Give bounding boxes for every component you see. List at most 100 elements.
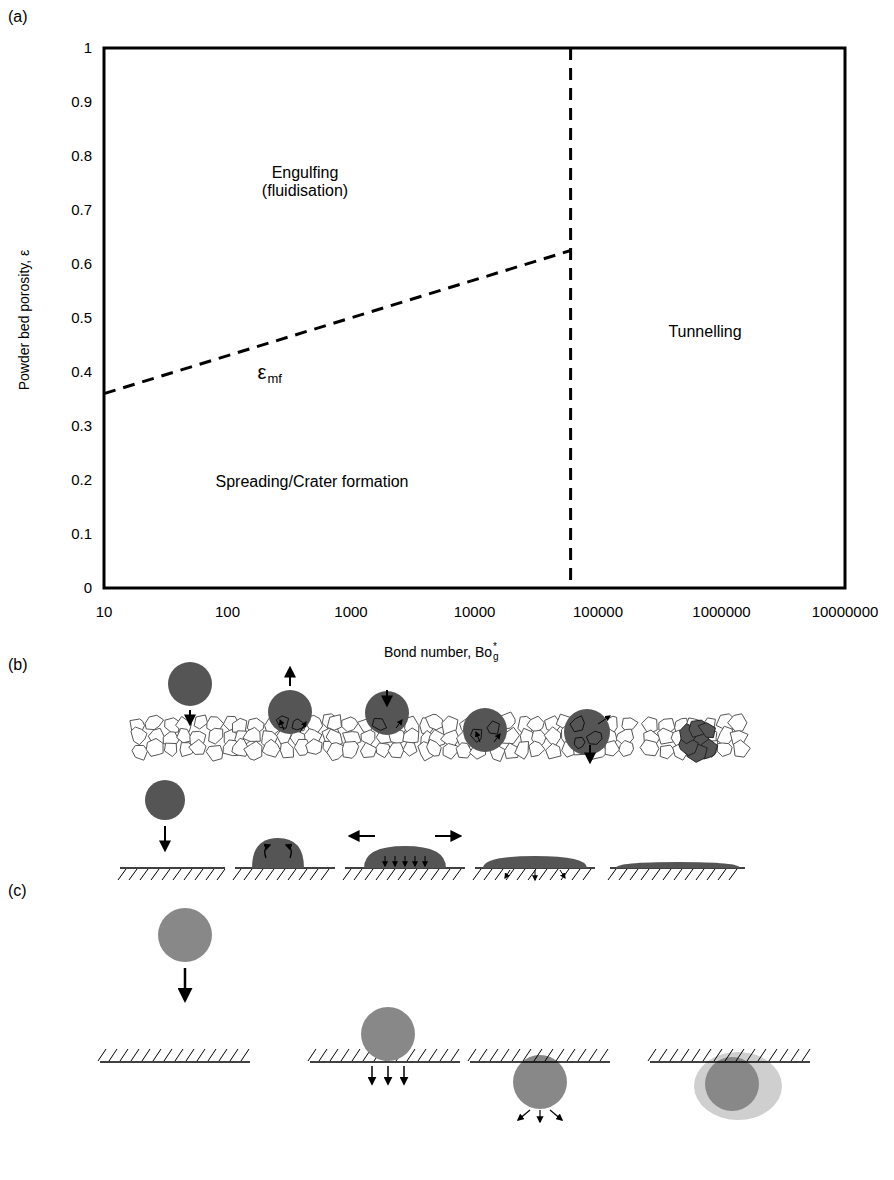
tick-label: 0.9 [71, 93, 92, 110]
powder-particle [209, 728, 223, 744]
surface-hatch [418, 1049, 426, 1061]
powder-particle [717, 743, 732, 756]
surface-hatch [718, 869, 726, 880]
surface-hatch [572, 869, 580, 880]
motion-arrow [184, 968, 187, 1000]
surface-hatch [534, 1049, 542, 1061]
surface-hatch [556, 1049, 564, 1061]
motion-arrow [535, 870, 536, 880]
surface-hatch [131, 1049, 139, 1061]
surface-hatch [162, 869, 170, 880]
surface-hatch [659, 1049, 667, 1061]
surface-hatch [453, 869, 461, 880]
solid-surface [650, 1061, 810, 1063]
surface-hatch [517, 869, 525, 880]
powder-particle [327, 715, 341, 731]
powder-particle [403, 742, 417, 756]
droplet [705, 1057, 759, 1111]
script-text: g [493, 651, 499, 663]
surface-hatch [729, 869, 737, 880]
surface-hatch [175, 1049, 183, 1061]
powder-particle [145, 715, 164, 729]
surface-hatch [319, 1049, 327, 1061]
tick-label: 1 [84, 39, 92, 56]
surface-hatch [98, 1049, 106, 1061]
surface-hatch [696, 869, 704, 880]
surface-hatch [244, 869, 252, 880]
tick-label: 10 [96, 603, 113, 620]
surface-hatch [528, 869, 536, 880]
surface-hatch [670, 1049, 678, 1061]
powder-particle [306, 739, 322, 755]
surface-hatch [233, 869, 241, 880]
motion-arrow [415, 856, 416, 866]
powder-particle [574, 737, 585, 749]
powder-particle [146, 738, 163, 756]
surface-hatch [714, 1049, 722, 1061]
tick-label: 0.8 [71, 147, 92, 164]
droplet [158, 908, 212, 962]
surface-hatch [277, 869, 285, 880]
surface-hatch [310, 869, 318, 880]
powder-particle [529, 741, 545, 757]
motion-arrow [386, 690, 388, 705]
surface-hatch [608, 869, 616, 880]
surface-hatch [501, 1049, 509, 1061]
surface-hatch [398, 869, 406, 880]
powder-particle [292, 719, 305, 730]
surface-hatch [195, 869, 203, 880]
droplet [168, 662, 212, 706]
motion-arrow [396, 720, 402, 728]
flow-arrow [286, 845, 291, 858]
powder-particle [244, 741, 262, 760]
motion-arrow [494, 734, 500, 742]
spreading-droplet [616, 862, 740, 868]
powder-particle [734, 740, 751, 757]
panel-label: (c) [8, 882, 27, 900]
tick-label: 10000 [454, 603, 496, 620]
surface-hatch [791, 1049, 799, 1061]
surface-hatch [600, 1049, 608, 1061]
solid-surface [310, 1061, 460, 1063]
region-label: ε [258, 361, 267, 384]
motion-arrow [289, 668, 291, 686]
emf-line [104, 251, 571, 394]
surface-hatch [321, 869, 329, 880]
surface-hatch [468, 1049, 476, 1061]
powder-particle [327, 743, 344, 761]
motion-arrow [476, 732, 480, 742]
surface-hatch [173, 869, 181, 880]
powder-particle [425, 714, 443, 729]
surface-hatch [725, 1049, 733, 1061]
surface-hatch [512, 1049, 520, 1061]
spreading-droplet [252, 838, 304, 868]
motion-arrow [518, 1110, 530, 1120]
surface-hatch [685, 869, 693, 880]
spreading-droplet [364, 846, 446, 868]
tick-label: 0.7 [71, 201, 92, 218]
surface-hatch [142, 1049, 150, 1061]
powder-particle [570, 716, 584, 732]
region-label: Engulfing (fluidisation) [245, 164, 365, 201]
boundary-vertical [569, 48, 572, 588]
surface-hatch [387, 869, 395, 880]
tick-label: 1000000 [692, 603, 750, 620]
tick-label: 0 [84, 579, 92, 596]
surface-hatch [523, 1049, 531, 1061]
surface-hatch [241, 1049, 249, 1061]
tick-label: 0.1 [71, 525, 92, 542]
surface-hatch [707, 869, 715, 880]
surface-hatch [484, 869, 492, 880]
surface-hatch [129, 869, 137, 880]
motion-arrow [425, 856, 426, 866]
motion-arrow [505, 870, 510, 878]
surface-hatch [567, 1049, 575, 1061]
surface-hatch [736, 1049, 744, 1061]
surface-hatch [758, 1049, 766, 1061]
surface-hatch [354, 869, 362, 880]
region-label: Tunnelling [668, 323, 741, 341]
surface-hatch [299, 869, 307, 880]
surface-hatch [330, 1049, 338, 1061]
surface-hatch [681, 1049, 689, 1061]
